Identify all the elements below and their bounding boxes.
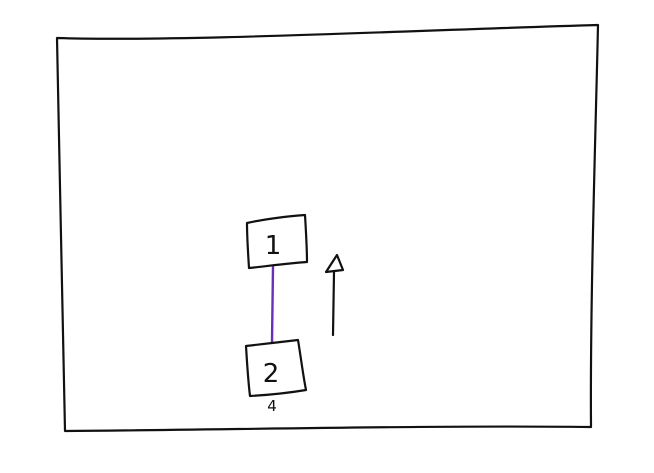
node-1[interactable]: 1 [245, 213, 309, 270]
node-1-box [245, 213, 309, 270]
outer-frame [55, 23, 600, 433]
node-1-label: 1 [265, 231, 282, 261]
node-2-annotation: 4 [267, 397, 277, 415]
edge-node-1-node-2 [270, 265, 275, 344]
node-2-box [244, 338, 308, 398]
node-2-label: 2 [263, 359, 280, 389]
arrow-up-icon [324, 253, 345, 337]
node-2[interactable]: 2 [244, 338, 308, 398]
